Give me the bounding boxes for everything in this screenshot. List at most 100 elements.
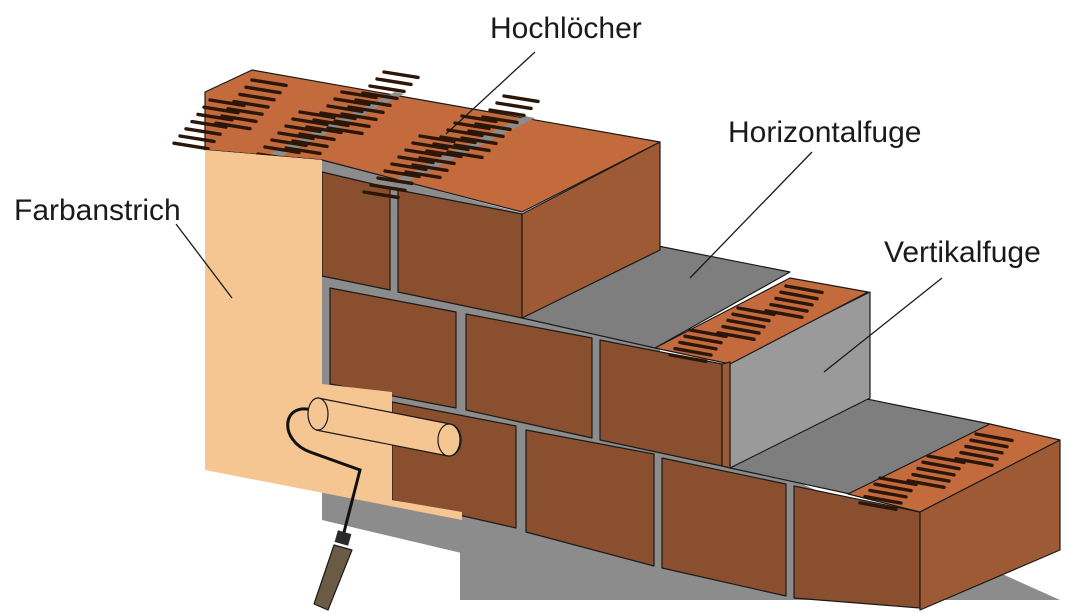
hole-slot [769, 302, 809, 313]
hole-slot [250, 78, 288, 88]
hole-slot [446, 150, 484, 160]
hole-slot [453, 121, 491, 131]
hole-slot [779, 290, 819, 301]
hole-slot [764, 309, 804, 319]
hole-slot [376, 176, 414, 186]
hole-slot [238, 92, 276, 102]
hole-slot [244, 85, 282, 95]
hole-slot [784, 284, 824, 295]
hole-slot [178, 134, 216, 144]
hole-slot [873, 482, 913, 493]
hole-slot [446, 128, 484, 138]
paint-roller-icon [286, 397, 462, 611]
hole-slot [736, 306, 776, 317]
hole-slot [969, 438, 1009, 449]
hole-slot [369, 183, 407, 193]
hole-slot [411, 141, 449, 151]
hole-slot [214, 121, 252, 131]
hole-slot [333, 97, 371, 107]
hole-slot [959, 450, 999, 461]
hole-slot [911, 472, 951, 483]
hole-slot [196, 112, 234, 122]
hole-slot [863, 494, 903, 505]
hole-slot [404, 170, 442, 180]
hole-slot [926, 454, 966, 465]
hole-slot [668, 353, 708, 363]
hole-slot [284, 124, 322, 134]
hole-slot [368, 84, 406, 94]
hole-slot [354, 98, 392, 108]
hole-slot [460, 114, 498, 124]
hole-slot [305, 125, 343, 135]
hole-slot [312, 118, 350, 128]
hole-slot [347, 105, 385, 115]
hole-slot [172, 141, 210, 151]
hole-slot [202, 105, 240, 115]
label-vertikalfuge: Vertikalfuge [884, 236, 1041, 269]
hole-slot [906, 479, 946, 489]
hole-slot [716, 331, 756, 341]
hole-slot [474, 122, 512, 132]
hole-slot [383, 169, 421, 179]
hole-slot [340, 90, 378, 100]
hole-slot [326, 104, 364, 114]
hole-slot [721, 324, 761, 335]
hole-slot [726, 318, 766, 329]
hole-slot [208, 98, 246, 108]
holes-bottom-course [858, 432, 1014, 511]
hole-slot [453, 143, 491, 153]
paint-coat [205, 150, 462, 520]
hole-slot [411, 163, 449, 173]
hole-slot [284, 146, 322, 156]
hole-slot [439, 135, 477, 145]
hole-slot [432, 142, 470, 152]
hole-slot [878, 476, 918, 487]
hole-slot [683, 334, 723, 345]
hole-slot [774, 296, 814, 307]
label-horizontalfuge: Horizontalfuge [728, 116, 921, 149]
hole-slot [298, 110, 336, 120]
hole-slot [425, 149, 463, 159]
hole-slot [361, 91, 399, 101]
hole-slot [375, 77, 413, 87]
hole-slot [226, 107, 264, 116]
hole-slot [731, 312, 771, 323]
hole-slot [673, 346, 713, 357]
hole-slot [270, 138, 308, 148]
hole-slot [362, 190, 400, 200]
hole-slot [319, 111, 357, 121]
hole-slot [340, 112, 378, 122]
hole-slot [326, 126, 364, 136]
label-hochloecher: Hochlöcher [490, 12, 642, 45]
hole-slot [404, 148, 442, 158]
hole-slot [488, 108, 526, 118]
hole-slot [418, 134, 456, 144]
hole-slot [495, 101, 533, 111]
hole-slot [263, 145, 301, 155]
hole-slot [460, 136, 498, 146]
hole-slot [190, 119, 228, 129]
hole-slot [916, 466, 956, 477]
hole-slot [921, 460, 961, 471]
hole-slot [232, 99, 270, 109]
hole-slot [964, 444, 1004, 455]
holes-middle-course [668, 284, 824, 363]
hole-slot [868, 488, 908, 499]
hole-slot [220, 114, 258, 124]
hole-slot [481, 115, 519, 125]
leader-lines [175, 51, 943, 373]
hole-slot [397, 155, 435, 165]
hole-slot [333, 119, 371, 129]
hole-slot [184, 127, 222, 136]
hole-slot [678, 340, 718, 351]
hole-slot [291, 117, 329, 127]
hole-slot [277, 131, 315, 141]
hole-slot [382, 70, 420, 80]
hole-slot [291, 139, 329, 149]
hole-slot [467, 129, 505, 139]
hole-slot [974, 432, 1014, 443]
hole-slot [502, 94, 540, 104]
hole-slot [858, 501, 898, 511]
hole-slot [688, 328, 728, 339]
